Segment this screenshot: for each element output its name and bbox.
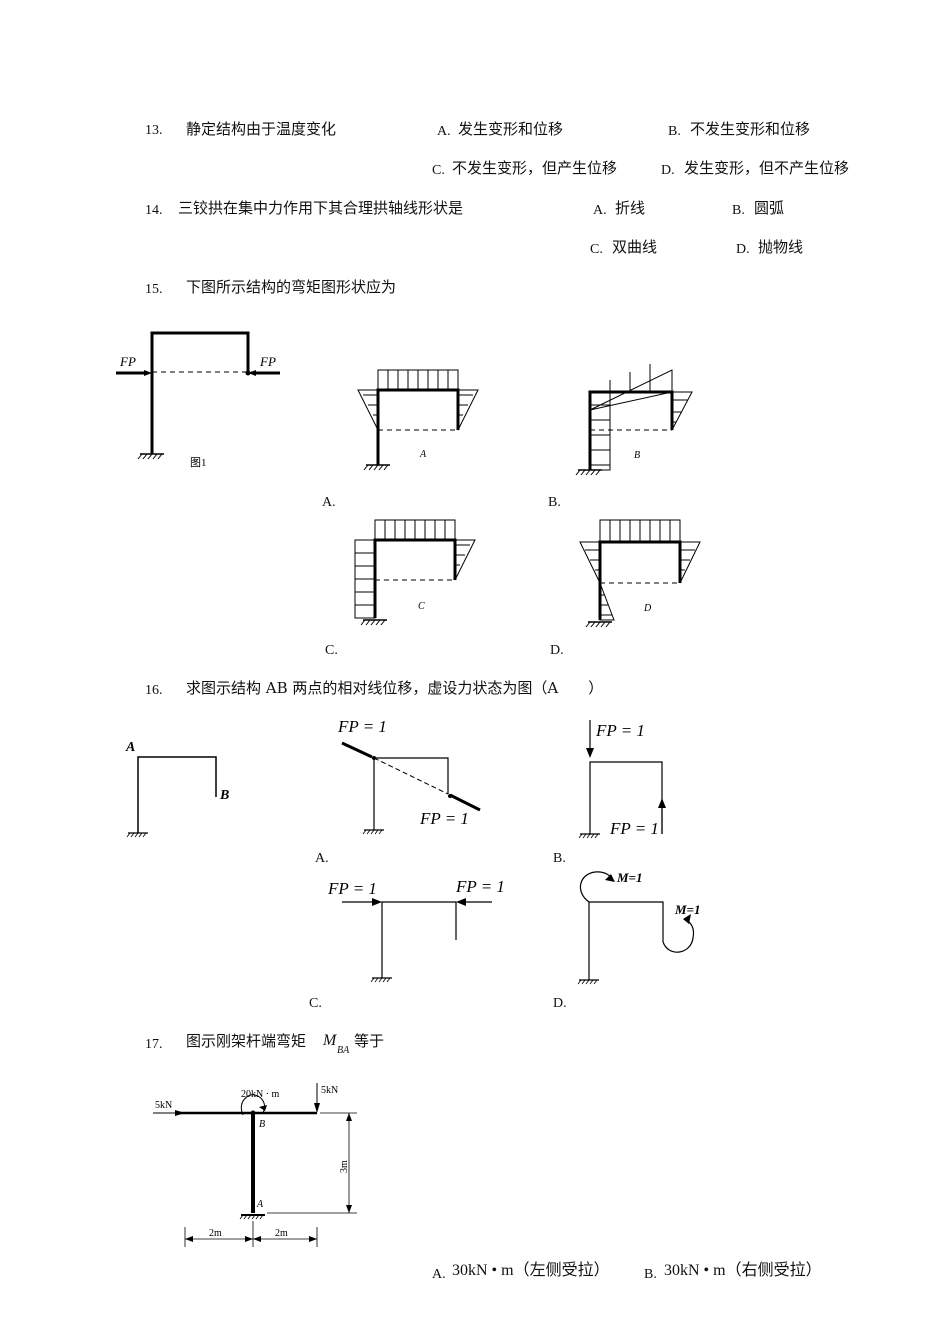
q13-number: 13. <box>145 123 163 138</box>
q14-option-d-letter[interactable]: D. <box>736 242 750 257</box>
q15-figure-1: FP FP 图1 <box>116 331 280 469</box>
q16-d-m-top: M=1 <box>616 870 642 885</box>
q17-point-a: A <box>256 1199 264 1210</box>
q13-option-a-text[interactable]: 发生变形和位移 <box>458 120 564 138</box>
q16-c-fp-right: FP = 1 <box>455 877 505 896</box>
q17-moment-sub: BA <box>337 1045 350 1056</box>
q17-moment-load: 20kN · m <box>241 1089 280 1100</box>
q16-a-fp-bottom: FP = 1 <box>419 809 469 828</box>
q17-option-b-text[interactable]: 30kN • m（右侧受拉） <box>664 1262 822 1279</box>
q14-option-c-letter[interactable]: C. <box>590 242 603 257</box>
q14-option-b-text[interactable]: 圆弧 <box>754 199 785 217</box>
q15-diagram-b-letter: B <box>634 450 640 461</box>
q15-diagram-a-letter: A <box>419 449 427 460</box>
q15-diagram-c: C <box>354 519 476 626</box>
q17-option-a-text[interactable]: 30kN • m（左侧受拉） <box>452 1262 610 1279</box>
q16-option-a-label[interactable]: A. <box>315 851 329 866</box>
q16-option-b-label[interactable]: B. <box>553 851 566 866</box>
q15-number: 15. <box>145 282 163 297</box>
q14-option-d-text[interactable]: 抛物线 <box>758 238 804 256</box>
q17-point-b: B <box>259 1119 265 1130</box>
q17-number: 17. <box>145 1037 163 1052</box>
q17-option-b-letter[interactable]: B. <box>644 1267 657 1282</box>
q14-option-c-text[interactable]: 双曲线 <box>612 238 658 256</box>
q14-stem: 三铰拱在集中力作用下其合理拱轴线形状是 <box>178 199 464 217</box>
q13-stem: 静定结构由于温度变化 <box>186 120 337 138</box>
q14-option-b-letter[interactable]: B. <box>732 203 745 218</box>
q14-option-a-letter[interactable]: A. <box>593 203 607 218</box>
q17-stem-prefix: 图示刚架杆端弯矩 <box>186 1032 307 1050</box>
q16-option-b-diagram: FP = 1 FP = 1 <box>578 720 666 839</box>
q16-d-m-right: M=1 <box>674 902 700 917</box>
q15-option-d-label[interactable]: D. <box>550 643 564 658</box>
q17-option-a-letter[interactable]: A. <box>432 1267 446 1282</box>
q16-point-b: B <box>219 788 229 803</box>
q16-option-d-diagram: M=1 M=1 <box>577 870 700 985</box>
q15-fp-right-label: FP <box>259 354 276 369</box>
q15-diagram-d: D <box>579 519 701 628</box>
q16-point-a: A <box>125 740 135 755</box>
q15-diagram-b: B <box>575 364 693 476</box>
q17-dim-right: 2m <box>275 1228 288 1239</box>
q17-moment-symbol: M <box>323 1032 337 1049</box>
q13-option-b-letter[interactable]: B. <box>668 124 681 139</box>
q13-option-d-letter[interactable]: D. <box>661 163 675 178</box>
q15-figure-caption: 图1 <box>190 456 207 469</box>
q14-number: 14. <box>145 203 163 218</box>
q15-diagram-c-letter: C <box>418 601 425 612</box>
q15-diagram-a: A <box>357 369 479 471</box>
q16-b-fp-bottom: FP = 1 <box>609 819 659 838</box>
q14-option-a-text[interactable]: 折线 <box>615 199 646 217</box>
q16-option-c-label[interactable]: C. <box>309 996 322 1011</box>
q13-option-c-letter[interactable]: C. <box>432 163 445 178</box>
q17-stem-suffix: 等于 <box>354 1032 385 1050</box>
q17-dim-left: 2m <box>209 1228 222 1239</box>
q16-a-fp-top: FP = 1 <box>337 717 387 736</box>
q17-load-right: 5kN <box>321 1085 338 1096</box>
q16-b-fp-top: FP = 1 <box>595 721 645 740</box>
q13-option-a-letter[interactable]: A. <box>437 124 451 139</box>
q15-option-b-label[interactable]: B. <box>548 495 561 510</box>
q13-option-d-text[interactable]: 发生变形，但不产生位移 <box>684 159 850 177</box>
q15-diagram-d-letter: D <box>643 603 652 614</box>
q16-number: 16. <box>145 683 163 698</box>
q17-frame-diagram: 5kN 5kN 20kN · m B A 3m 2m 2m <box>153 1083 357 1247</box>
q16-c-fp-left: FP = 1 <box>327 879 377 898</box>
q16-structure: A B <box>125 740 229 838</box>
q13-option-c-text[interactable]: 不发生变形，但产生位移 <box>452 159 618 177</box>
q13-option-b-text[interactable]: 不发生变形和位移 <box>690 120 811 138</box>
q15-stem: 下图所示结构的弯矩图形状应为 <box>186 278 397 296</box>
q15-option-c-label[interactable]: C. <box>325 643 338 658</box>
q16-stem: 求图示结构 AB 两点的相对线位移，虚设力状态为图（A ） <box>186 679 604 697</box>
q17-dim-height: 3m <box>339 1160 350 1173</box>
q15-option-a-label[interactable]: A. <box>322 495 336 510</box>
q15-fp-left-label: FP <box>119 354 136 369</box>
q17-load-left: 5kN <box>155 1100 172 1111</box>
q16-option-a-diagram: FP = 1 FP = 1 <box>337 717 481 835</box>
q16-option-c-diagram: FP = 1 FP = 1 <box>327 877 505 983</box>
q16-option-d-label[interactable]: D. <box>553 996 567 1011</box>
